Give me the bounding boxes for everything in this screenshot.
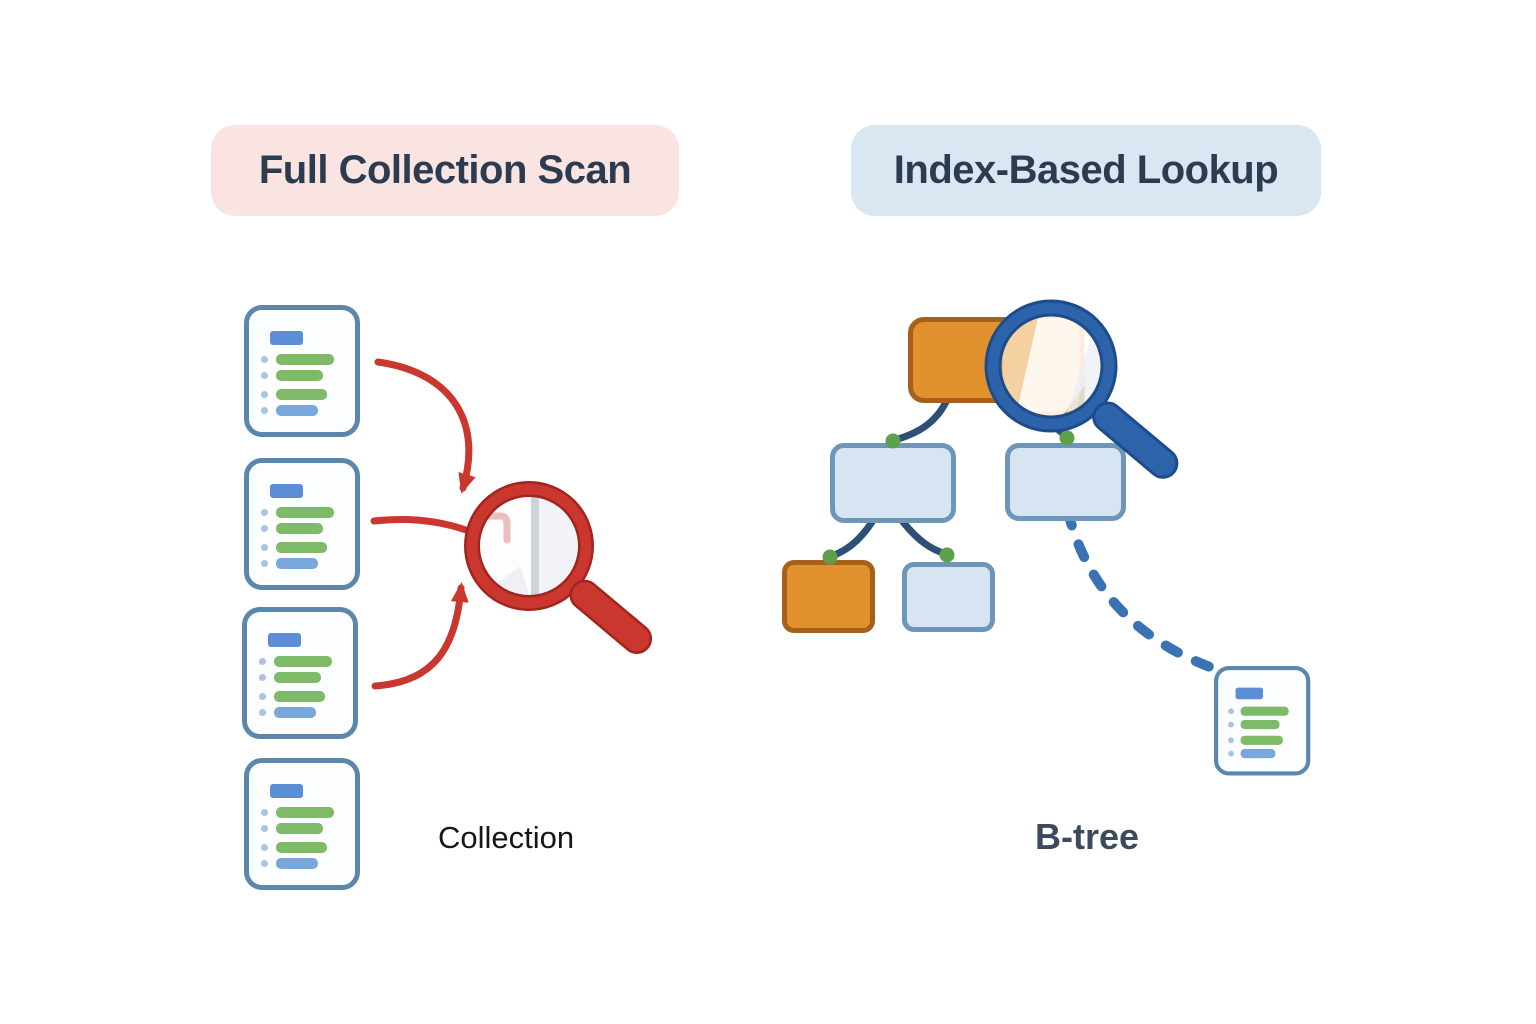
- doc-line: [261, 858, 318, 869]
- doc-text-bar: [1240, 706, 1289, 716]
- doc-text-bar: [1240, 719, 1280, 730]
- doc-text-bar: [276, 354, 334, 365]
- doc-text-bar: [1240, 735, 1283, 745]
- left-title: Full Collection Scan: [258, 148, 632, 192]
- doc-line: [261, 389, 327, 400]
- doc-title-bar: [268, 633, 301, 647]
- doc-bullet: [261, 860, 268, 867]
- tree-link-dot: [885, 433, 901, 449]
- doc-line: [1228, 749, 1276, 759]
- index-lookup-dashed-path: [1063, 507, 1215, 672]
- doc-bullet: [259, 709, 266, 716]
- tree-link-dot: [822, 549, 838, 565]
- doc-line: [259, 672, 321, 683]
- tree-link-dot: [1059, 430, 1075, 446]
- doc-line: [261, 523, 323, 534]
- red-lens-content: [478, 495, 580, 597]
- blue-magnifier-icon: [984, 299, 1179, 479]
- tree-link-dot: [939, 547, 955, 563]
- doc-text-bar: [276, 542, 327, 553]
- doc-line: [261, 405, 318, 416]
- doc-line: [259, 691, 325, 702]
- doc-bullet: [261, 372, 268, 379]
- doc-title-bar: [1235, 687, 1263, 700]
- doc-bullet: [259, 658, 266, 665]
- doc-bullet: [261, 525, 268, 532]
- red-magnifier-handle: [569, 579, 653, 654]
- doc-bullet: [261, 844, 268, 851]
- doc-bullet: [259, 674, 266, 681]
- doc-text-bar: [276, 389, 327, 400]
- doc-text-bar: [276, 823, 323, 834]
- doc-line: [261, 842, 327, 853]
- doc-line: [259, 707, 316, 718]
- doc-bullet: [1228, 750, 1234, 757]
- doc-bullet: [261, 544, 268, 551]
- doc-line: [1228, 735, 1283, 745]
- document-icon: [244, 758, 360, 890]
- doc-line: [261, 370, 323, 381]
- doc-bullet: [1228, 721, 1234, 728]
- document-icon: [244, 458, 360, 590]
- doc-text-bar: [1240, 749, 1276, 759]
- btree-caption: B-tree: [1034, 816, 1140, 857]
- doc-text-bar: [276, 370, 323, 381]
- doc-text-bar: [274, 672, 321, 683]
- scan-arrow-middle: [370, 515, 470, 534]
- doc-line: [1228, 719, 1280, 730]
- doc-bullet: [261, 391, 268, 398]
- doc-title-bar: [270, 484, 303, 498]
- doc-text-bar: [276, 558, 318, 569]
- right-title-badge: Index-Based Lookup: [851, 125, 1321, 216]
- doc-line: [261, 542, 327, 553]
- document-icon: [244, 305, 360, 437]
- doc-bullet: [261, 356, 268, 363]
- doc-text-bar: [276, 405, 318, 416]
- scan-arrow-top: [374, 358, 476, 494]
- collection-caption: Collection: [437, 820, 575, 855]
- doc-line: [259, 656, 332, 667]
- document-icon: [1214, 666, 1311, 776]
- doc-line: [261, 558, 318, 569]
- tree-internal-node-right: [1005, 443, 1126, 521]
- doc-title-bar: [270, 331, 303, 345]
- doc-line: [1228, 706, 1289, 716]
- document-icon: [242, 607, 358, 739]
- left-title-badge: Full Collection Scan: [211, 125, 679, 216]
- doc-bullet: [1228, 708, 1234, 715]
- doc-text-bar: [276, 842, 327, 853]
- tree-leaf-node-orange: [782, 560, 875, 633]
- doc-bullet: [259, 693, 266, 700]
- doc-text-bar: [276, 507, 334, 518]
- doc-bullet: [1228, 737, 1234, 744]
- doc-text-bar: [276, 807, 334, 818]
- doc-text-bar: [276, 858, 318, 869]
- doc-bullet: [261, 509, 268, 516]
- doc-text-bar: [274, 691, 325, 702]
- doc-text-bar: [276, 523, 323, 534]
- doc-line: [261, 354, 334, 365]
- red-magnifier-icon: [464, 481, 653, 654]
- doc-line: [261, 807, 334, 818]
- doc-title-bar: [270, 784, 303, 798]
- doc-line: [261, 507, 334, 518]
- doc-bullet: [261, 407, 268, 414]
- tree-leaf-node-blue: [902, 562, 995, 632]
- doc-bullet: [261, 560, 268, 567]
- doc-text-bar: [274, 656, 332, 667]
- doc-line: [261, 823, 323, 834]
- right-title: Index-Based Lookup: [893, 148, 1279, 192]
- tree-connector-root-left: [891, 396, 951, 444]
- doc-text-bar: [274, 707, 316, 718]
- blue-magnifier-handle: [1092, 401, 1179, 479]
- doc-bullet: [261, 825, 268, 832]
- doc-bullet: [261, 809, 268, 816]
- scan-arrow-bottom: [371, 582, 469, 690]
